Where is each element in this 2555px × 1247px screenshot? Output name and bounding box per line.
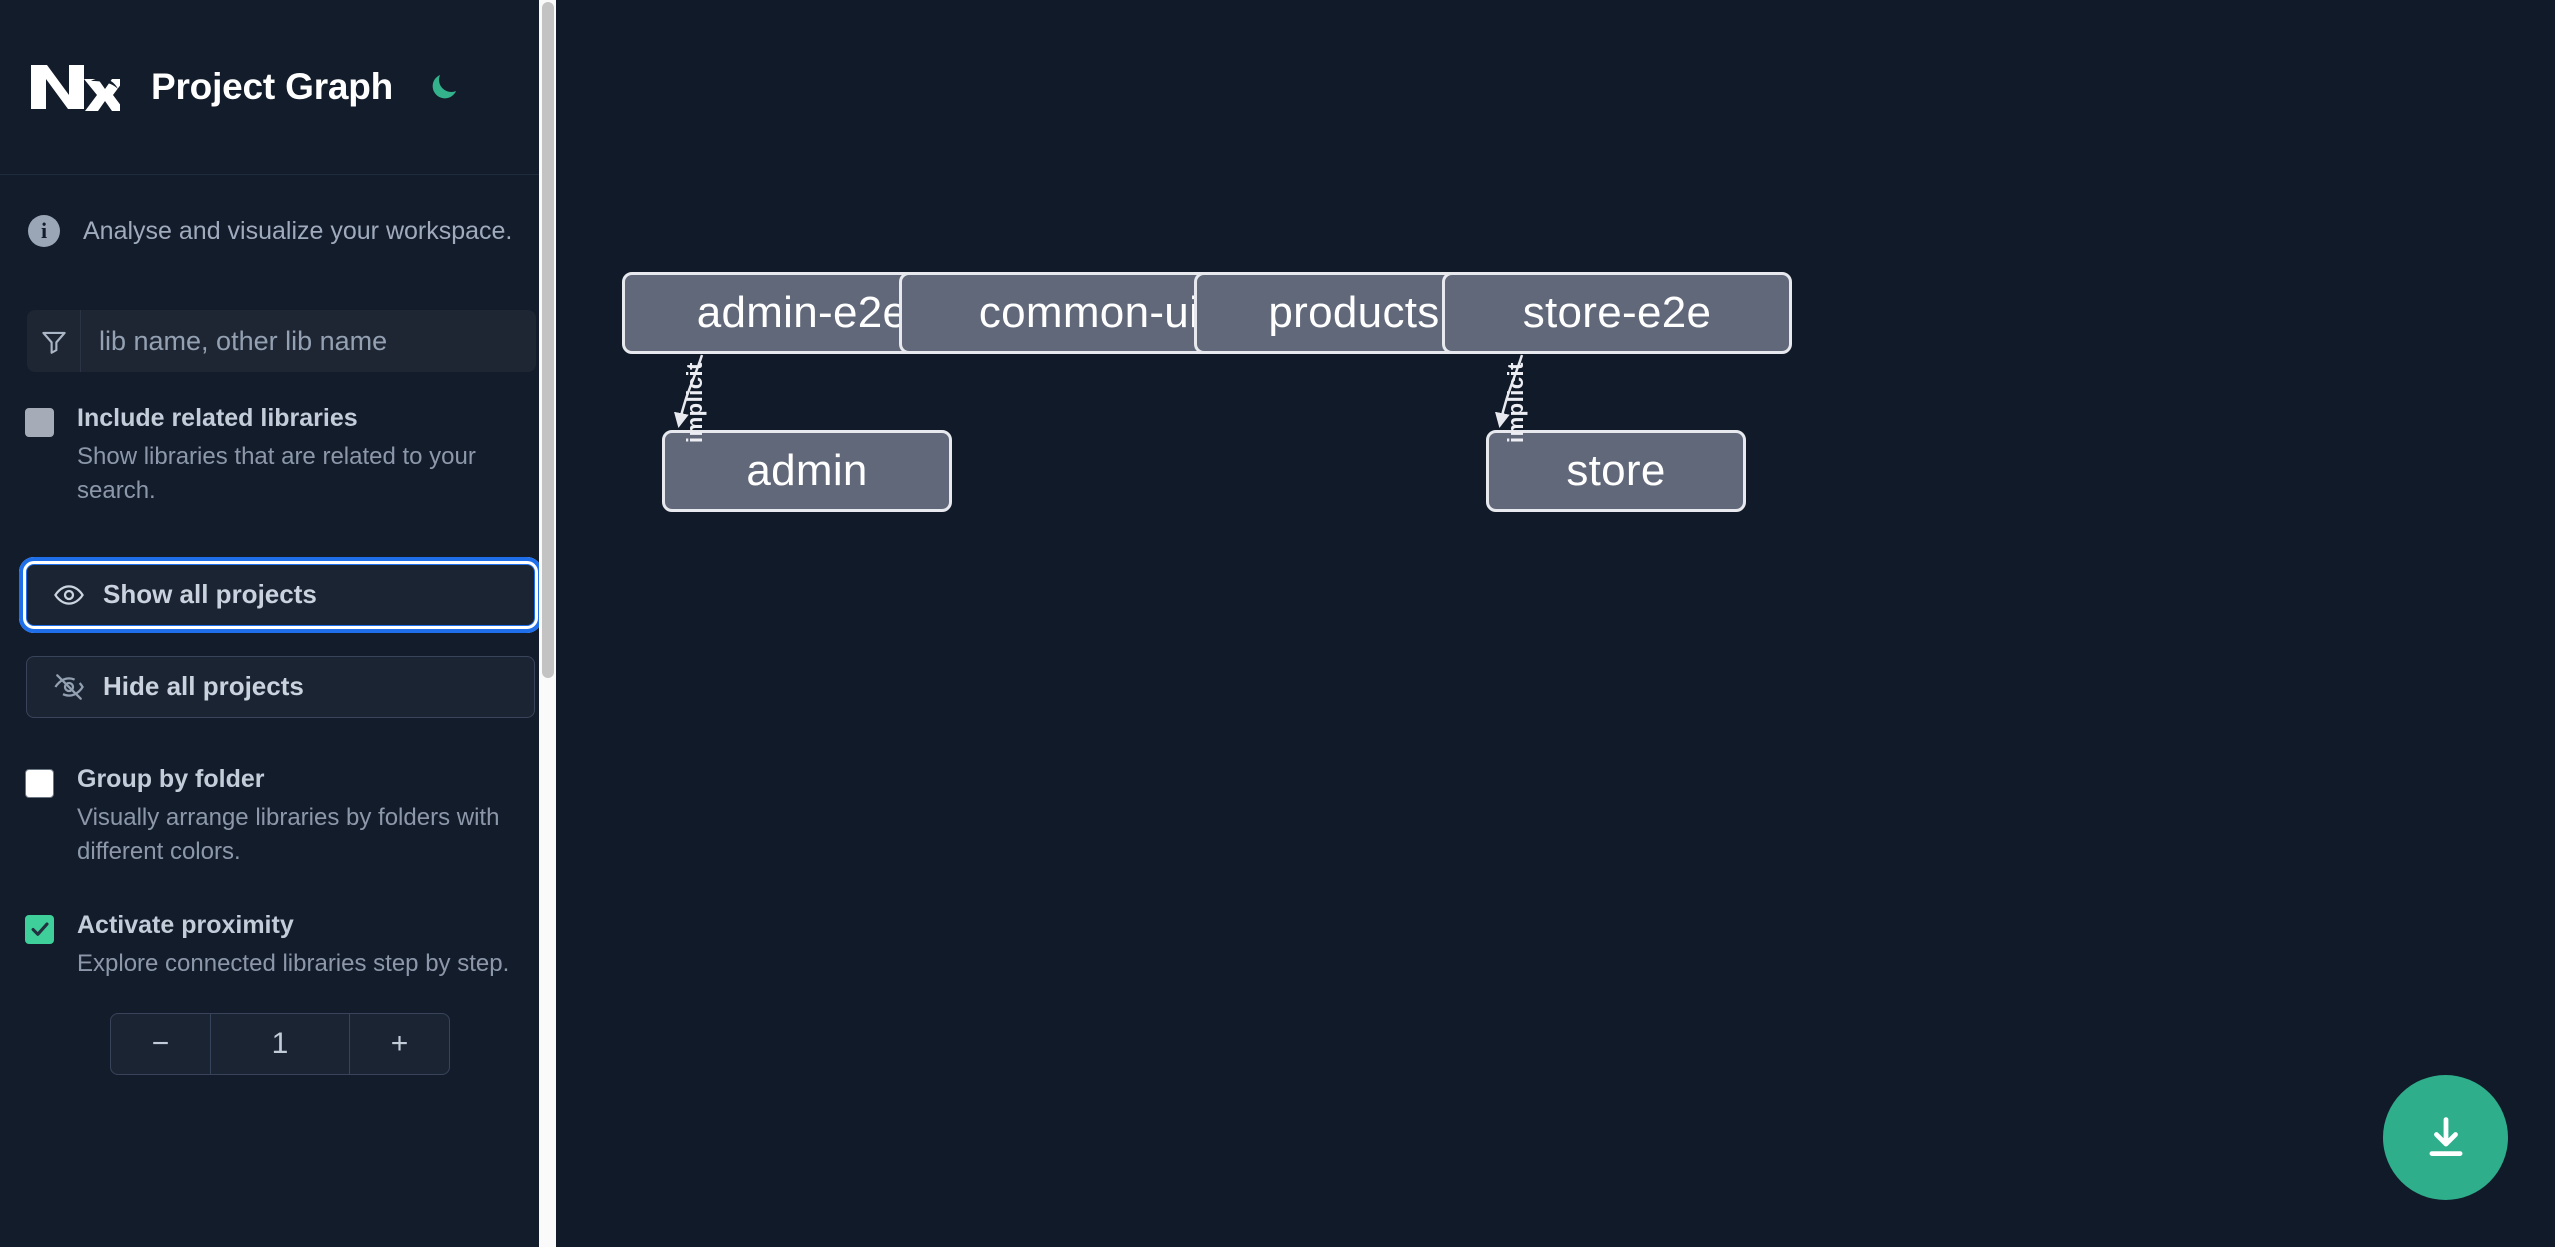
group-by-folder-checkbox[interactable] bbox=[25, 768, 54, 798]
show-all-projects-label: Show all projects bbox=[103, 579, 317, 610]
include-related-libraries-description: Show libraries that are related to your … bbox=[77, 442, 476, 504]
sidebar-header: Project Graph bbox=[0, 0, 556, 175]
group-by-folder-label: Group by folder bbox=[77, 764, 265, 793]
sidebar: Project Graph i Analyse and visualize yo… bbox=[0, 0, 556, 1247]
sidebar-scrollbar-thumb[interactable] bbox=[542, 2, 554, 678]
show-all-projects-row: Show all projects bbox=[0, 556, 556, 633]
activate-proximity-description: Explore connected libraries step by step… bbox=[77, 949, 510, 977]
graph-edges bbox=[674, 354, 1524, 428]
download-icon bbox=[2429, 1116, 2462, 1156]
nx-logo bbox=[28, 55, 125, 119]
graph-node-store-e2e[interactable]: store-e2e bbox=[1442, 272, 1792, 354]
sidebar-scrollbar-track[interactable] bbox=[539, 0, 556, 1247]
hide-all-projects-label: Hide all projects bbox=[103, 671, 304, 702]
search-field[interactable] bbox=[27, 310, 536, 372]
download-image-button[interactable] bbox=[2383, 1075, 2508, 1200]
group-by-folder-description: Visually arrange libraries by folders wi… bbox=[77, 803, 500, 865]
include-related-libraries-label: Include related libraries bbox=[77, 404, 358, 432]
filter-funnel-icon bbox=[27, 310, 81, 372]
moon-icon[interactable] bbox=[421, 64, 467, 110]
proximity-stepper: − 1 + bbox=[110, 1012, 450, 1075]
option-include-related-libraries[interactable]: Include related libraries Show libraries… bbox=[0, 402, 556, 508]
edge-label-admin-implicit: implicit bbox=[682, 362, 707, 444]
info-icon: i bbox=[28, 215, 60, 247]
activate-proximity-label: Activate proximity bbox=[77, 910, 294, 939]
hide-all-projects-row: Hide all projects bbox=[0, 655, 556, 718]
graph-node-admin[interactable]: admin bbox=[662, 430, 952, 512]
tagline: i Analyse and visualize your workspace. bbox=[0, 175, 556, 247]
proximity-value: 1 bbox=[271, 1026, 289, 1060]
edge-label-store-implicit: implicit bbox=[1503, 362, 1528, 444]
proximity-increment-button[interactable]: + bbox=[349, 1013, 449, 1074]
include-related-libraries-checkbox[interactable] bbox=[25, 408, 54, 437]
eye-off-icon bbox=[53, 671, 89, 703]
proximity-decrement-button[interactable]: − bbox=[111, 1013, 211, 1074]
graph-canvas[interactable]: admin-e2e common-ui products store-e2e a… bbox=[556, 0, 2555, 1247]
tagline-text: Analyse and visualize your workspace. bbox=[83, 216, 513, 245]
search-input[interactable] bbox=[81, 310, 536, 372]
page-title: Project Graph bbox=[151, 66, 394, 107]
activate-proximity-checkbox[interactable] bbox=[25, 914, 54, 944]
hide-all-projects-button[interactable]: Hide all projects bbox=[26, 655, 535, 718]
eye-icon bbox=[53, 579, 89, 611]
option-activate-proximity[interactable]: Activate proximity Explore connected lib… bbox=[0, 909, 556, 981]
graph-node-store[interactable]: store bbox=[1486, 430, 1746, 512]
option-group-by-folder[interactable]: Group by folder Visually arrange librari… bbox=[0, 763, 556, 869]
show-all-projects-button[interactable]: Show all projects bbox=[19, 556, 542, 633]
